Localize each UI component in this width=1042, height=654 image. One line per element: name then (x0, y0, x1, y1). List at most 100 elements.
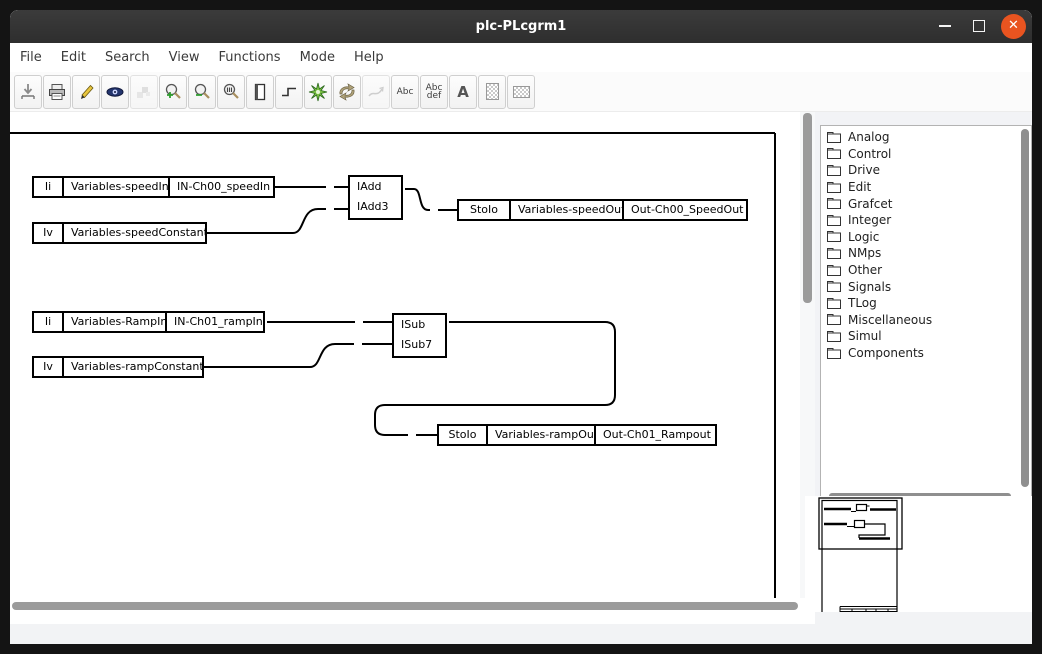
block-iadd[interactable]: IAdd IAdd3 (348, 175, 403, 220)
folder-item-signals[interactable]: Signals (827, 278, 1015, 295)
block-speed-constant[interactable]: Iv Variables-speedConstant (32, 222, 207, 244)
minimize-icon (939, 25, 951, 27)
folder-item-integer[interactable]: Integer (827, 212, 1015, 229)
fblock-label: ISub (401, 318, 426, 331)
block-isub[interactable]: ISub ISub7 (392, 313, 447, 358)
minimize-button[interactable] (930, 10, 960, 43)
menu-help[interactable]: Help (353, 50, 384, 65)
folder-icon (827, 330, 841, 342)
abc-icon: Abc (396, 86, 414, 97)
library-vscrollbar-thumb[interactable] (1021, 129, 1029, 487)
zoom-in-icon (165, 83, 181, 99)
close-button[interactable]: ✕ (1001, 14, 1026, 39)
folder-item-tlog[interactable]: TLog (827, 295, 1015, 312)
refresh-button[interactable] (333, 74, 361, 109)
block-cell: Ii (34, 313, 64, 331)
folder-label: Other (848, 263, 883, 278)
fblock-label: IAdd (357, 180, 382, 193)
block-speed-in[interactable]: Ii Variables-speedIn IN-Ch00_speedIn (32, 176, 275, 198)
folder-item-other[interactable]: Other (827, 262, 1015, 279)
titlebar: plc-PLcgrm1 ✕ (10, 10, 1032, 43)
folder-icon (827, 297, 841, 309)
block-ramp-constant[interactable]: Iv Variables-rampConstant (32, 356, 204, 378)
curve-arrow-icon (368, 86, 384, 96)
block-ramp-in[interactable]: Ii Variables-RampIn IN-Ch01_rampIn (32, 311, 265, 333)
view-eye-button[interactable] (101, 74, 129, 109)
folder-label: Edit (848, 180, 872, 195)
folder-label: NMps (848, 246, 882, 261)
zoom-out-button[interactable] (188, 74, 216, 109)
fbd-canvas[interactable]: Ii Variables-speedIn IN-Ch00_speedIn Iv … (10, 112, 800, 598)
block-cell: Out-Ch00_SpeedOut (631, 203, 744, 216)
step-signal-button[interactable] (275, 74, 303, 109)
print-icon (49, 83, 65, 100)
library-folder-list: Analog Control Drive Edit Grafcet Intege… (827, 129, 1015, 361)
folder-icon (827, 347, 841, 359)
abc-button[interactable]: Abc (391, 74, 419, 109)
folder-item-components[interactable]: Components (827, 345, 1015, 362)
landscape-box-icon (512, 85, 530, 98)
block-cell: IN-Ch01_rampIn (174, 315, 263, 328)
menu-mode[interactable]: Mode (299, 50, 335, 65)
folder-item-logic[interactable]: Logic (827, 229, 1015, 246)
burst-icon (308, 82, 328, 101)
maximize-button[interactable] (964, 10, 994, 43)
folder-item-nmps[interactable]: NMps (827, 245, 1015, 262)
folder-item-grafcet[interactable]: Grafcet (827, 195, 1015, 212)
block-speed-out[interactable]: StoIo Variables-speedOut Out-Ch00_SpeedO… (457, 199, 748, 221)
folder-label: Miscellaneous (848, 312, 933, 327)
stamp-button[interactable] (130, 74, 158, 109)
letter-a-button[interactable]: A (449, 74, 477, 109)
minimap-panel[interactable] (805, 496, 1032, 612)
menu-edit[interactable]: Edit (60, 50, 86, 65)
curve-arrow-button[interactable] (362, 74, 390, 109)
canvas-vscrollbar-thumb[interactable] (803, 113, 812, 303)
block-ramp-out[interactable]: StoIo Variables-rampOut Out-Ch01_Rampout (437, 424, 717, 446)
folder-item-control[interactable]: Control (827, 146, 1015, 163)
menu-view[interactable]: View (168, 50, 200, 65)
zoom-fit-button[interactable] (217, 74, 245, 109)
menu-search[interactable]: Search (104, 50, 150, 65)
abc-def-button[interactable]: Abc def (420, 74, 448, 109)
export-down-button[interactable] (14, 74, 42, 109)
maximize-icon (973, 20, 985, 32)
menu-functions[interactable]: Functions (218, 50, 281, 65)
folder-icon (827, 131, 841, 143)
print-button[interactable] (43, 74, 71, 109)
page-button[interactable] (246, 74, 274, 109)
folder-icon (827, 314, 841, 326)
folder-label: Signals (848, 279, 892, 294)
landscape-box-button[interactable] (507, 74, 535, 109)
folder-icon (827, 231, 841, 243)
burst-button[interactable] (304, 74, 332, 109)
letter-a-icon: A (457, 82, 469, 101)
folder-item-drive[interactable]: Drive (827, 162, 1015, 179)
block-cell: Variables-rampConstant (71, 360, 202, 373)
wires-layer (10, 132, 776, 598)
folder-icon (827, 214, 841, 226)
fblock-label: ISub7 (401, 338, 433, 351)
close-icon: ✕ (1008, 18, 1019, 33)
pencil-icon (81, 84, 94, 99)
block-cell: Iv (34, 358, 64, 376)
folder-item-edit[interactable]: Edit (827, 179, 1015, 196)
edit-pencil-button[interactable] (72, 74, 100, 109)
minimap (818, 497, 903, 612)
folder-label: Drive (848, 163, 880, 178)
export-down-icon (21, 83, 35, 99)
folder-label: TLog (848, 296, 877, 311)
toolbar: Abc Abc def A (10, 72, 1032, 112)
canvas-hscrollbar-thumb[interactable] (12, 602, 798, 610)
abc-def-icon: Abc def (425, 82, 443, 101)
folder-label: Logic (848, 229, 880, 244)
zoom-out-icon (194, 83, 210, 99)
block-cell: Variables-speedIn (64, 178, 170, 196)
folder-item-simul[interactable]: Simul (827, 328, 1015, 345)
menu-file[interactable]: File (20, 50, 42, 65)
folder-icon (827, 281, 841, 293)
folder-item-analog[interactable]: Analog (827, 129, 1015, 146)
folder-label: Control (848, 146, 892, 161)
zoom-in-button[interactable] (159, 74, 187, 109)
portrait-box-button[interactable] (478, 74, 506, 109)
folder-item-miscellaneous[interactable]: Miscellaneous (827, 312, 1015, 329)
